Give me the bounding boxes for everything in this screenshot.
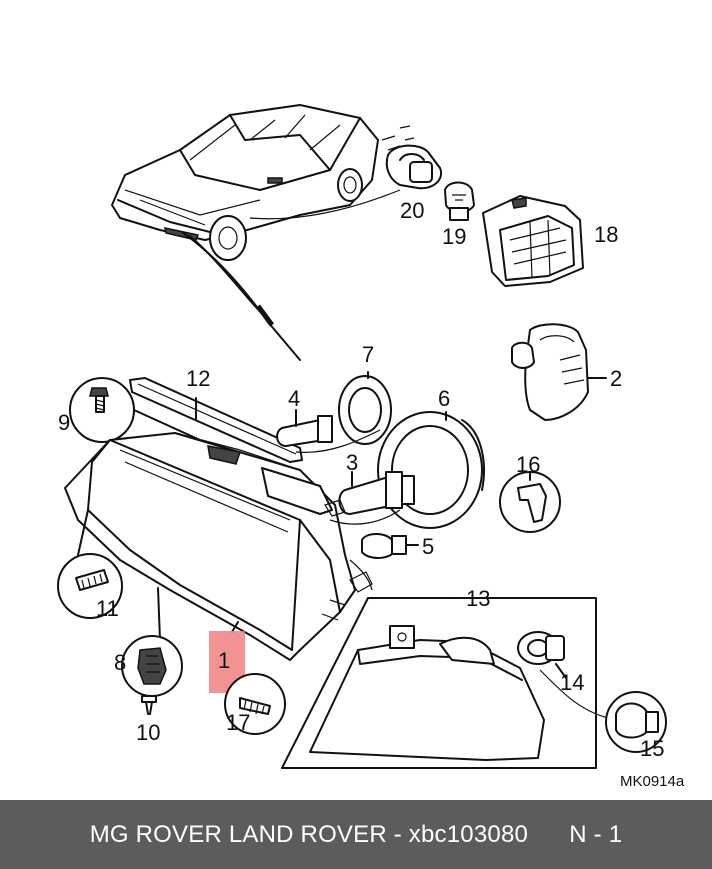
callout-16: 16 <box>516 452 540 477</box>
callout-1: 1 <box>218 648 230 673</box>
bulb-part-3 <box>338 471 415 515</box>
callout-2: 2 <box>610 366 622 391</box>
callout-labels: 1 2 3 4 5 6 7 8 9 10 11 12 13 14 15 16 1… <box>58 198 685 790</box>
screw-part-10 <box>141 695 157 715</box>
callout-4: 4 <box>288 386 300 411</box>
bulb-holder-part-20 <box>381 125 443 190</box>
clip-detail-part-16 <box>499 471 561 533</box>
footer-bar: MG ROVER LAND ROVER - xbc103080 N - 1 <box>0 800 712 869</box>
side-repeater-part-18 <box>482 195 584 287</box>
callout-5: 5 <box>422 534 434 559</box>
callout-17: 17 <box>226 710 250 735</box>
callout-6: 6 <box>438 386 450 411</box>
screw-detail-part-11 <box>57 553 123 619</box>
callout-20: 20 <box>400 198 424 223</box>
bulb-part-4 <box>276 409 333 447</box>
seal-strip-part-12 <box>129 377 303 463</box>
callout-8: 8 <box>114 650 126 675</box>
screw-detail-part-9 <box>69 377 201 443</box>
retaining-ring-part-7 <box>338 371 392 445</box>
bulb-holder-part-2 <box>511 323 607 421</box>
callout-19: 19 <box>442 224 466 249</box>
footer-page: N - 1 <box>569 820 623 848</box>
screw-detail-part-17 <box>224 673 286 735</box>
callout-12: 12 <box>186 366 210 391</box>
callout-15: 15 <box>640 736 664 761</box>
bulb-part-19 <box>444 181 475 221</box>
callout-7: 7 <box>362 342 374 367</box>
car-illustration <box>111 104 401 361</box>
callout-13: 13 <box>466 586 490 611</box>
indicator-group-part-13 <box>281 597 667 769</box>
headlamp-cover-part-6 <box>377 411 485 529</box>
callout-18: 18 <box>594 222 618 247</box>
callout-14: 14 <box>560 670 584 695</box>
footer-spacer <box>528 821 569 849</box>
headlamp-assembly <box>64 429 401 661</box>
callout-10: 10 <box>136 720 160 745</box>
parts-diagram: 1 2 3 4 5 6 7 8 9 10 11 12 13 14 15 16 1… <box>57 104 685 790</box>
callout-11: 11 <box>96 596 119 621</box>
bulb-part-5 <box>361 533 419 559</box>
footer-title: MG ROVER LAND ROVER - xbc103080 <box>89 820 529 848</box>
callout-3: 3 <box>346 450 358 475</box>
drawing-code: MK0914a <box>620 773 685 790</box>
clip-detail-part-8 <box>121 635 183 697</box>
callout-9: 9 <box>58 410 70 435</box>
